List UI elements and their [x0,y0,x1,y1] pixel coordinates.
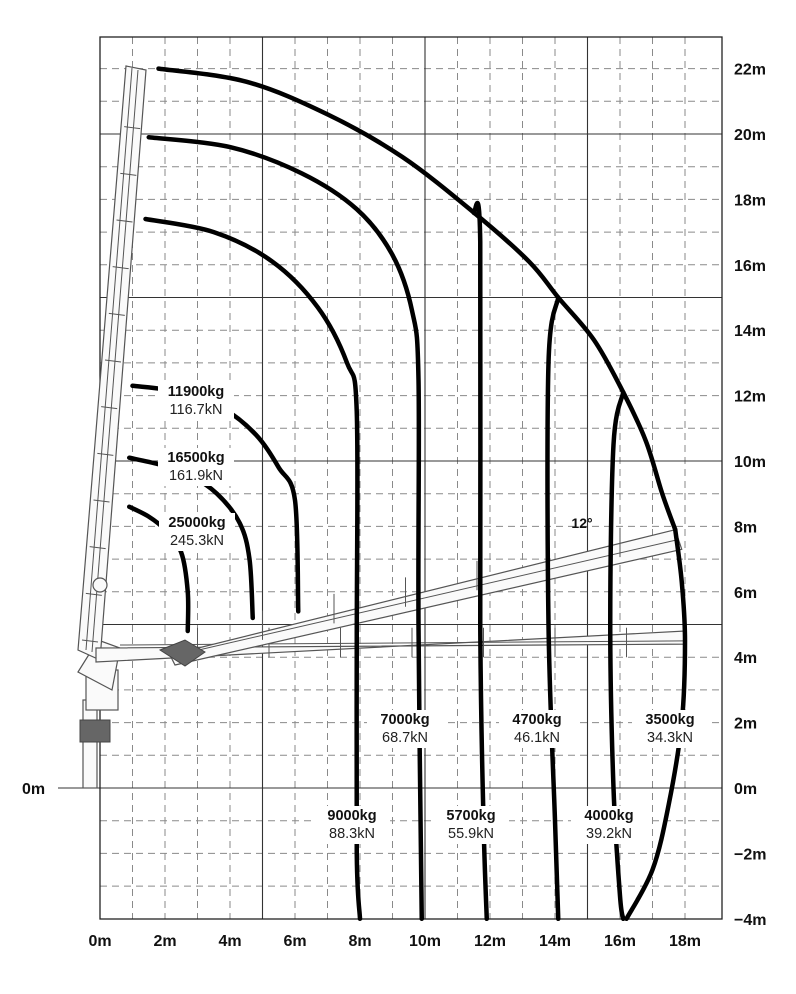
capacity-kn-label: 161.9kN [169,468,223,484]
y-zero-left-label: 0m [22,781,45,798]
label-background [632,710,708,748]
capacity-kn-label: 39.2kN [586,826,632,842]
boom-segment-joint [124,126,141,130]
boom-segment-joint [112,266,129,270]
grid [58,36,723,920]
boom-segment-joint [101,406,118,410]
capacity-kg-label: 11900kg [168,384,224,400]
inclined-boom-line [189,538,679,653]
y-tick-label: −2m [734,846,766,863]
y-tick-label: 16m [734,258,766,275]
vertical-boom-line [85,67,133,651]
x-tick-label: 12m [474,933,506,950]
y-tick-label: 20m [734,127,766,144]
capacity-kn-label: 245.3kN [170,533,224,549]
y-tick-label: 8m [734,519,757,536]
y-tick-label: −4m [734,912,766,929]
x-tick-label: 16m [604,933,636,950]
capacity-kg-label: 7000kg [380,712,429,728]
x-tick-label: 6m [283,933,306,950]
capacity-kn-label: 116.7kN [170,402,223,418]
boom-segment-joint [85,592,102,596]
capacity-curves [127,66,688,922]
boom-segment-joint [93,499,110,503]
capacity-curve-9000kg [143,216,363,922]
y-tick-label: 18m [734,192,766,209]
crane-illustration [77,65,686,789]
capacity-kg-label: 5700kg [446,808,495,824]
capacity-labels: 25000kg 245.3kN 16500kg 161.9kN 11900kg 116.7… [158,382,708,844]
label-background [367,710,443,748]
crane-mast [82,699,98,789]
boom-hydraulic [158,639,206,667]
boom-segment-joint [108,312,125,316]
boom-segment-joint [89,546,106,550]
boom-angle-label: 12° [571,515,592,531]
label-background [314,806,390,844]
boom-segment-joint [97,452,114,456]
capacity-kn-label: 68.7kN [382,730,428,746]
capacity-kg-label: 4000kg [584,808,633,824]
capacity-kn-label: 34.3kN [647,730,693,746]
label-background [158,382,234,420]
x-tick-label: 18m [669,933,701,950]
y-tick-label: 6m [734,585,757,602]
boom-segment-joint [81,639,99,643]
x-tick-label: 0m [88,933,111,950]
capacity-kg-label: 25000kg [168,515,225,531]
boom-segment-joint [116,219,133,223]
boom-segment-joint [120,172,137,176]
capacity-kg-label: 4700kg [512,712,561,728]
capacity-curve-4700kg [545,295,561,922]
y-tick-label: 14m [734,323,766,340]
capacity-kg-label: 9000kg [327,808,376,824]
label-background [158,448,234,486]
label-background [571,806,647,844]
label-background [159,513,235,551]
capacity-kg-label: 3500kg [645,712,694,728]
x-tick-label: 8m [348,933,371,950]
capacity-curve-4000kg [608,390,626,922]
x-tick-label: 2m [153,933,176,950]
label-background [499,710,575,748]
axis-tick-labels: 0m 2m 4m 6m 8m 10m 12m 14m 16m 18m 22m 20m 18m 16m 14m… [22,62,766,950]
y-tick-label: 22m [734,62,766,79]
capacity-kn-label: 88.3kN [329,826,375,842]
x-tick-label: 10m [409,933,441,950]
knuckle-joint [92,577,108,593]
crane-base [79,719,111,743]
capacity-kn-label: 46.1kN [514,730,560,746]
y-tick-label: 0m [734,781,757,798]
y-tick-label: 12m [734,389,766,406]
outer-envelope-curve [156,66,678,532]
y-tick-label: 2m [734,716,757,733]
capacity-kg-label: 16500kg [167,450,224,466]
capacity-kn-label: 55.9kN [448,826,494,842]
vertical-boom [77,65,147,661]
capacity-curve-7000kg [146,135,424,922]
y-tick-label: 4m [734,650,757,667]
label-background [433,806,509,844]
x-tick-label: 4m [218,933,241,950]
boom-segment-joint [104,359,122,363]
y-tick-label: 10m [734,454,766,471]
x-tick-label: 14m [539,933,571,950]
